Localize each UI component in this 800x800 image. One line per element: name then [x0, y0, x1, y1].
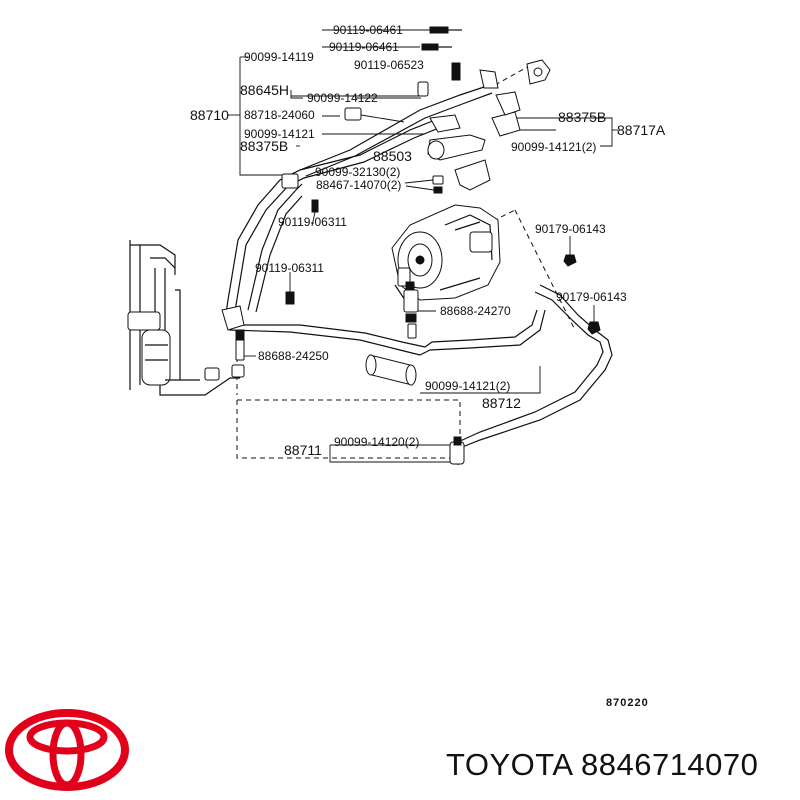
label-88503: 88503	[373, 148, 412, 164]
toyota-logo-inner-vertical	[49, 719, 85, 789]
condenser-assembly	[127, 240, 245, 396]
label-88712: 88712	[482, 395, 521, 411]
toyota-logo-inner-horizontal	[26, 719, 108, 755]
label-90099-32130: 90099-32130(2)	[315, 165, 400, 179]
label-90099-14121-b: 90099-14121(2)	[511, 140, 596, 154]
label-90099-14121-a: 90099-14121	[244, 127, 315, 141]
label-90099-14122: 90099-14122	[307, 91, 378, 105]
label-88718-24060: 88718-24060	[244, 108, 315, 122]
label-90179-06143-a: 90179-06143	[535, 222, 606, 236]
label-90119-06523: 90119-06523	[354, 58, 424, 72]
reference-number: 870220	[606, 697, 649, 709]
label-88467-14070: 88467-14070(2)	[316, 178, 401, 192]
label-90119-06461-a: 90119-06461	[333, 23, 403, 37]
label-90099-14120: 90099-14120(2)	[334, 435, 419, 449]
label-90099-14119: 90099-14119	[244, 50, 314, 64]
label-90179-06143-b: 90179-06143	[556, 290, 627, 304]
label-88688-24270: 88688-24270	[440, 304, 511, 318]
brand-caption: TOYOTA 8846714070	[446, 747, 758, 782]
label-88645h: 88645H	[240, 82, 289, 98]
label-88688-24250: 88688-24250	[258, 349, 329, 363]
leader-ticks	[244, 114, 595, 357]
label-90119-06311-b: 90119-06311	[255, 261, 324, 275]
part-labels: 90119-06461 90099-14119 90119-06461 9011…	[190, 23, 666, 458]
label-90099-14121-c: 90099-14121(2)	[425, 379, 510, 393]
label-88375b-left: 88375B	[240, 138, 288, 154]
label-88717a: 88717A	[617, 122, 666, 138]
receiver-dryer	[365, 354, 417, 386]
compressor	[391, 204, 501, 311]
label-88375b-right: 88375B	[558, 109, 606, 125]
service-valves	[221, 281, 462, 446]
leader-lines	[228, 29, 618, 463]
label-90119-06461-b: 90119-06461	[329, 40, 399, 54]
toyota-logo-icon	[5, 709, 129, 791]
label-88710: 88710	[190, 107, 229, 123]
upper-fittings	[281, 26, 601, 335]
label-88711: 88711	[284, 442, 322, 458]
